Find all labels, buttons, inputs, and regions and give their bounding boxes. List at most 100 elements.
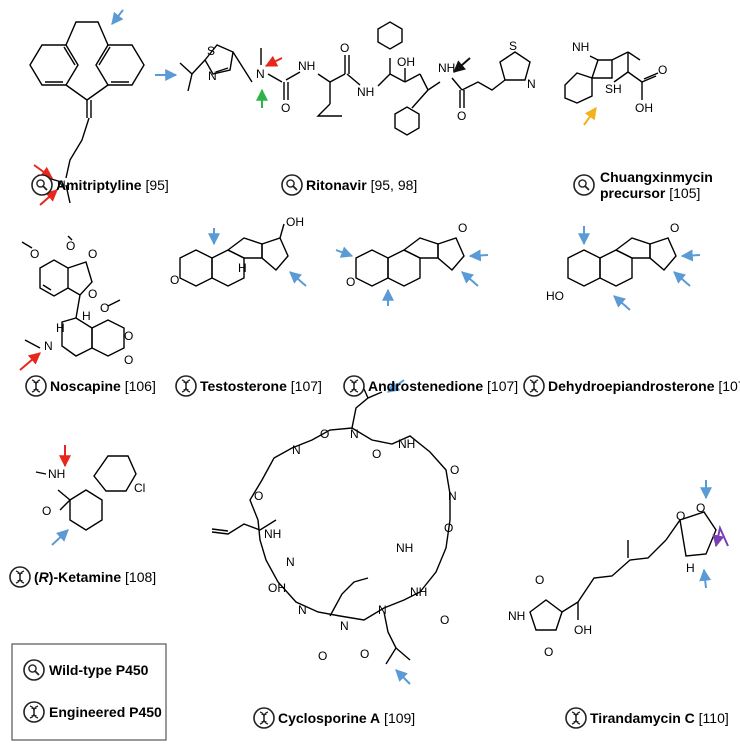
magnifier-badge-icon bbox=[573, 174, 595, 196]
compound-ref: [95] bbox=[142, 177, 169, 193]
blue-arrow bbox=[387, 379, 405, 393]
atom-h: H bbox=[686, 561, 695, 575]
structure-tirandamycin-c: NH O O OH O O H bbox=[508, 501, 717, 659]
atom-o: O bbox=[340, 41, 349, 55]
atom-o: O bbox=[88, 247, 97, 261]
structure-androstenedione: O O bbox=[346, 221, 467, 289]
atom-nh: NH bbox=[48, 467, 65, 481]
atom-o: O bbox=[670, 221, 679, 235]
compound-ref: [109] bbox=[380, 710, 415, 726]
atom-o: O bbox=[444, 521, 453, 535]
atom-o: O bbox=[544, 645, 553, 659]
atom-n: N bbox=[298, 603, 307, 617]
atom-o: O bbox=[658, 63, 667, 77]
atom-oh: OH bbox=[286, 215, 304, 229]
magnifier-badge-icon bbox=[281, 174, 303, 196]
compound-name: Chuangxinmycin bbox=[600, 169, 713, 185]
blue-arrow bbox=[699, 568, 712, 589]
blue-arrow bbox=[461, 271, 479, 287]
blue-arrow bbox=[673, 271, 691, 287]
atom-o: O bbox=[535, 573, 544, 587]
compound-label-ketamine: (R)-Ketamine [108] bbox=[9, 566, 156, 588]
compound-name: Androstenedione bbox=[368, 378, 483, 394]
atom-o: O bbox=[320, 427, 329, 441]
structure-noscapine: O O O O H H N O O O bbox=[21, 235, 133, 367]
blue-arrow bbox=[111, 9, 124, 25]
compound-name: Noscapine bbox=[50, 378, 121, 394]
atom-n: N bbox=[292, 443, 301, 457]
atom-o: O bbox=[66, 239, 75, 253]
atom-oh: OH bbox=[574, 623, 592, 637]
svg-text:Noscapine [106]: Noscapine [106] bbox=[50, 378, 156, 394]
atom-n: N bbox=[448, 489, 457, 503]
atom-nh: NH bbox=[357, 85, 374, 99]
compound-label-amitriptyline: Amitriptyline [95] bbox=[31, 174, 169, 196]
red-arrow bbox=[264, 55, 283, 67]
compound-name: Ritonavir bbox=[306, 177, 367, 193]
svg-text:Ritonavir [95, 98]: Ritonavir [95, 98] bbox=[306, 177, 417, 193]
compound-name: Amitriptyline bbox=[56, 177, 142, 193]
site-arrows-amitriptyline bbox=[33, 9, 124, 206]
atom-h: H bbox=[82, 309, 91, 323]
dna-badge-icon bbox=[9, 566, 31, 588]
blue-arrow bbox=[468, 249, 489, 262]
atom-o: O bbox=[124, 329, 133, 343]
blue-arrow bbox=[289, 271, 307, 287]
compound-ref: [107] bbox=[287, 378, 322, 394]
magnifier-badge-icon bbox=[31, 174, 53, 196]
structure-testosterone: OH O H bbox=[170, 215, 304, 287]
atom-cl: Cl bbox=[134, 481, 145, 495]
atom-s: S bbox=[509, 39, 517, 53]
compound-label-noscapine: Noscapine [106] bbox=[25, 375, 156, 397]
atom-o: O bbox=[318, 649, 327, 663]
compound-label-dhea: Dehydroepiandrosterone [107] bbox=[523, 375, 740, 397]
compound-ref: [107] bbox=[714, 378, 740, 394]
atom-o: O bbox=[458, 221, 467, 235]
atom-o: O bbox=[42, 504, 51, 518]
svg-text:Androstenedione [107]: Androstenedione [107] bbox=[368, 378, 518, 394]
atom-o: O bbox=[450, 463, 459, 477]
compound-ref: [110] bbox=[695, 710, 729, 726]
purple-arrow bbox=[712, 524, 729, 548]
atom-n: N bbox=[340, 619, 349, 633]
svg-text:Testosterone [107]: Testosterone [107] bbox=[200, 378, 322, 394]
legend-engineered: Engineered P450 bbox=[49, 704, 162, 720]
atom-nh: NH bbox=[572, 40, 589, 54]
atom-oh: OH bbox=[635, 101, 653, 115]
svg-text:Cyclosporine A [109]: Cyclosporine A [109] bbox=[278, 710, 415, 726]
atom-s: S bbox=[207, 44, 215, 58]
red-arrow bbox=[39, 189, 58, 206]
structure-dehydroepiandrosterone: O HO bbox=[546, 221, 679, 303]
compound-ref: [107] bbox=[483, 378, 518, 394]
svg-text:Chuangxinmycin: Chuangxinmycin bbox=[600, 169, 713, 185]
atom-o: O bbox=[88, 287, 97, 301]
atom-o: O bbox=[346, 275, 355, 289]
atom-n: N bbox=[378, 603, 387, 617]
compound-name: Tirandamycin C bbox=[590, 710, 695, 726]
atom-sh: SH bbox=[605, 82, 622, 96]
atom-o: O bbox=[440, 613, 449, 627]
red-arrow bbox=[19, 352, 41, 371]
blue-arrow bbox=[51, 529, 69, 546]
compound-ref: [95, 98] bbox=[367, 177, 418, 193]
compound-label-cyclosporine-a: Cyclosporine A [109] bbox=[253, 707, 415, 729]
atom-nh: NH bbox=[438, 61, 455, 75]
compound-label-ritonavir: Ritonavir [95, 98] bbox=[281, 174, 417, 196]
atom-hn: NH bbox=[398, 437, 415, 451]
blue-arrow bbox=[335, 246, 354, 258]
compound-ref: [106] bbox=[121, 378, 156, 394]
svg-text:Tirandamycin C [110]: Tirandamycin C [110] bbox=[590, 710, 729, 726]
black-arrow bbox=[453, 57, 471, 73]
atom-n: N bbox=[44, 339, 53, 353]
compound-name: Testosterone bbox=[200, 378, 287, 394]
svg-text:precursor [105]: precursor [105] bbox=[600, 185, 700, 201]
compound-ref: [105] bbox=[665, 185, 700, 201]
svg-text:Amitriptyline [95]: Amitriptyline [95] bbox=[56, 177, 169, 193]
atom-n: N bbox=[256, 67, 265, 81]
atom-ho: HO bbox=[546, 289, 564, 303]
atom-n: N bbox=[57, 178, 66, 192]
structure-chuangxinmycin-precursor: NH SH O OH bbox=[564, 40, 667, 115]
atom-o: O bbox=[254, 489, 263, 503]
yellow-arrow bbox=[583, 107, 597, 126]
